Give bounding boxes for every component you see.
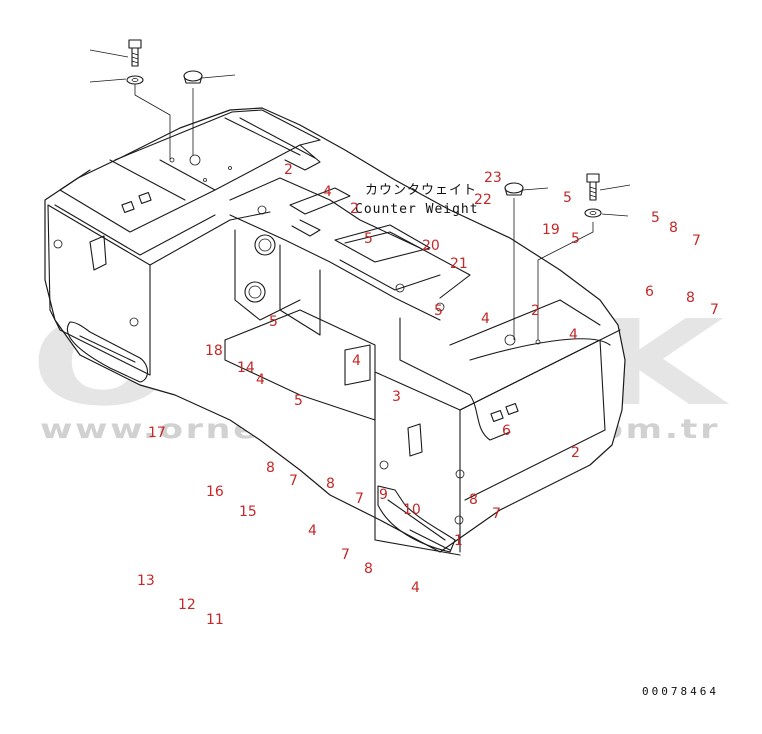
callout-label[interactable]: 8 [686,290,695,306]
callout-label[interactable]: 7 [492,506,501,522]
callout-label[interactable]: 15 [239,504,257,520]
callout-label[interactable]: 11 [206,612,224,628]
callout-label[interactable]: 2 [531,303,540,319]
counterweight-body [44,107,626,556]
callout-label[interactable]: 10 [403,502,421,518]
callout-label[interactable]: 18 [205,343,223,359]
leader-lines [89,49,631,340]
callout-label[interactable]: 7 [692,233,701,249]
callout-label[interactable]: 5 [571,231,580,247]
callout-label[interactable]: 1 [454,533,463,549]
callout-label[interactable]: 5 [434,303,443,319]
callout-label[interactable]: 2 [284,162,293,178]
callout-label[interactable]: 23 [484,170,502,186]
callout-label[interactable]: 20 [422,238,440,254]
callout-label[interactable]: 8 [266,460,275,476]
callout-label[interactable]: 7 [355,491,364,507]
callout-label[interactable]: 5 [269,314,278,330]
callout-label[interactable]: 4 [323,184,332,200]
callout-label[interactable]: 12 [178,597,196,613]
callout-label[interactable]: 8 [364,561,373,577]
cap-right-icon [504,182,524,196]
washer-left-icon [126,75,144,85]
callout-label[interactable]: 9 [379,487,388,503]
title-japanese: カウンタウェイト [365,183,477,198]
callout-label[interactable]: 5 [563,190,572,206]
callout-label[interactable]: 2 [571,445,580,461]
callout-label[interactable]: 3 [392,389,401,405]
bolt-left-icon [128,39,142,67]
callout-label[interactable]: 8 [469,492,478,508]
callout-label[interactable]: 7 [289,473,298,489]
callout-label[interactable]: 4 [411,580,420,596]
callout-label[interactable]: 22 [474,192,492,208]
cap-left-icon [183,70,203,84]
callout-label[interactable]: 19 [542,222,560,238]
callout-label[interactable]: 6 [502,423,511,439]
callout-label[interactable]: 4 [256,372,265,388]
callout-label[interactable]: 2 [350,201,359,217]
callout-label[interactable]: 4 [352,353,361,369]
bolt-right-icon [586,173,600,201]
callout-label[interactable]: 5 [294,393,303,409]
callout-label[interactable]: 4 [308,523,317,539]
callout-label[interactable]: 16 [206,484,224,500]
callout-label[interactable]: 7 [341,547,350,563]
callout-label[interactable]: 8 [326,476,335,492]
callout-label[interactable]: 6 [645,284,654,300]
callout-label[interactable]: 8 [669,220,678,236]
callout-label[interactable]: 5 [364,231,373,247]
drawing-number: 00078464 [642,685,719,698]
title-english: Counter Weight [355,202,479,217]
callout-label[interactable]: 14 [237,360,255,376]
fasteners [126,39,602,218]
callout-label[interactable]: 4 [569,327,578,343]
washer-right-icon [584,208,602,218]
callout-label[interactable]: 4 [481,311,490,327]
callout-label[interactable]: 13 [137,573,155,589]
callout-label[interactable]: 5 [651,210,660,226]
callouts: 2 4 2 5 20 21 23 22 5 5 8 7 19 5 6 8 7 5… [137,162,719,628]
callout-label[interactable]: 7 [710,302,719,318]
callout-label[interactable]: 17 [148,425,166,441]
callout-label[interactable]: 21 [450,256,468,272]
